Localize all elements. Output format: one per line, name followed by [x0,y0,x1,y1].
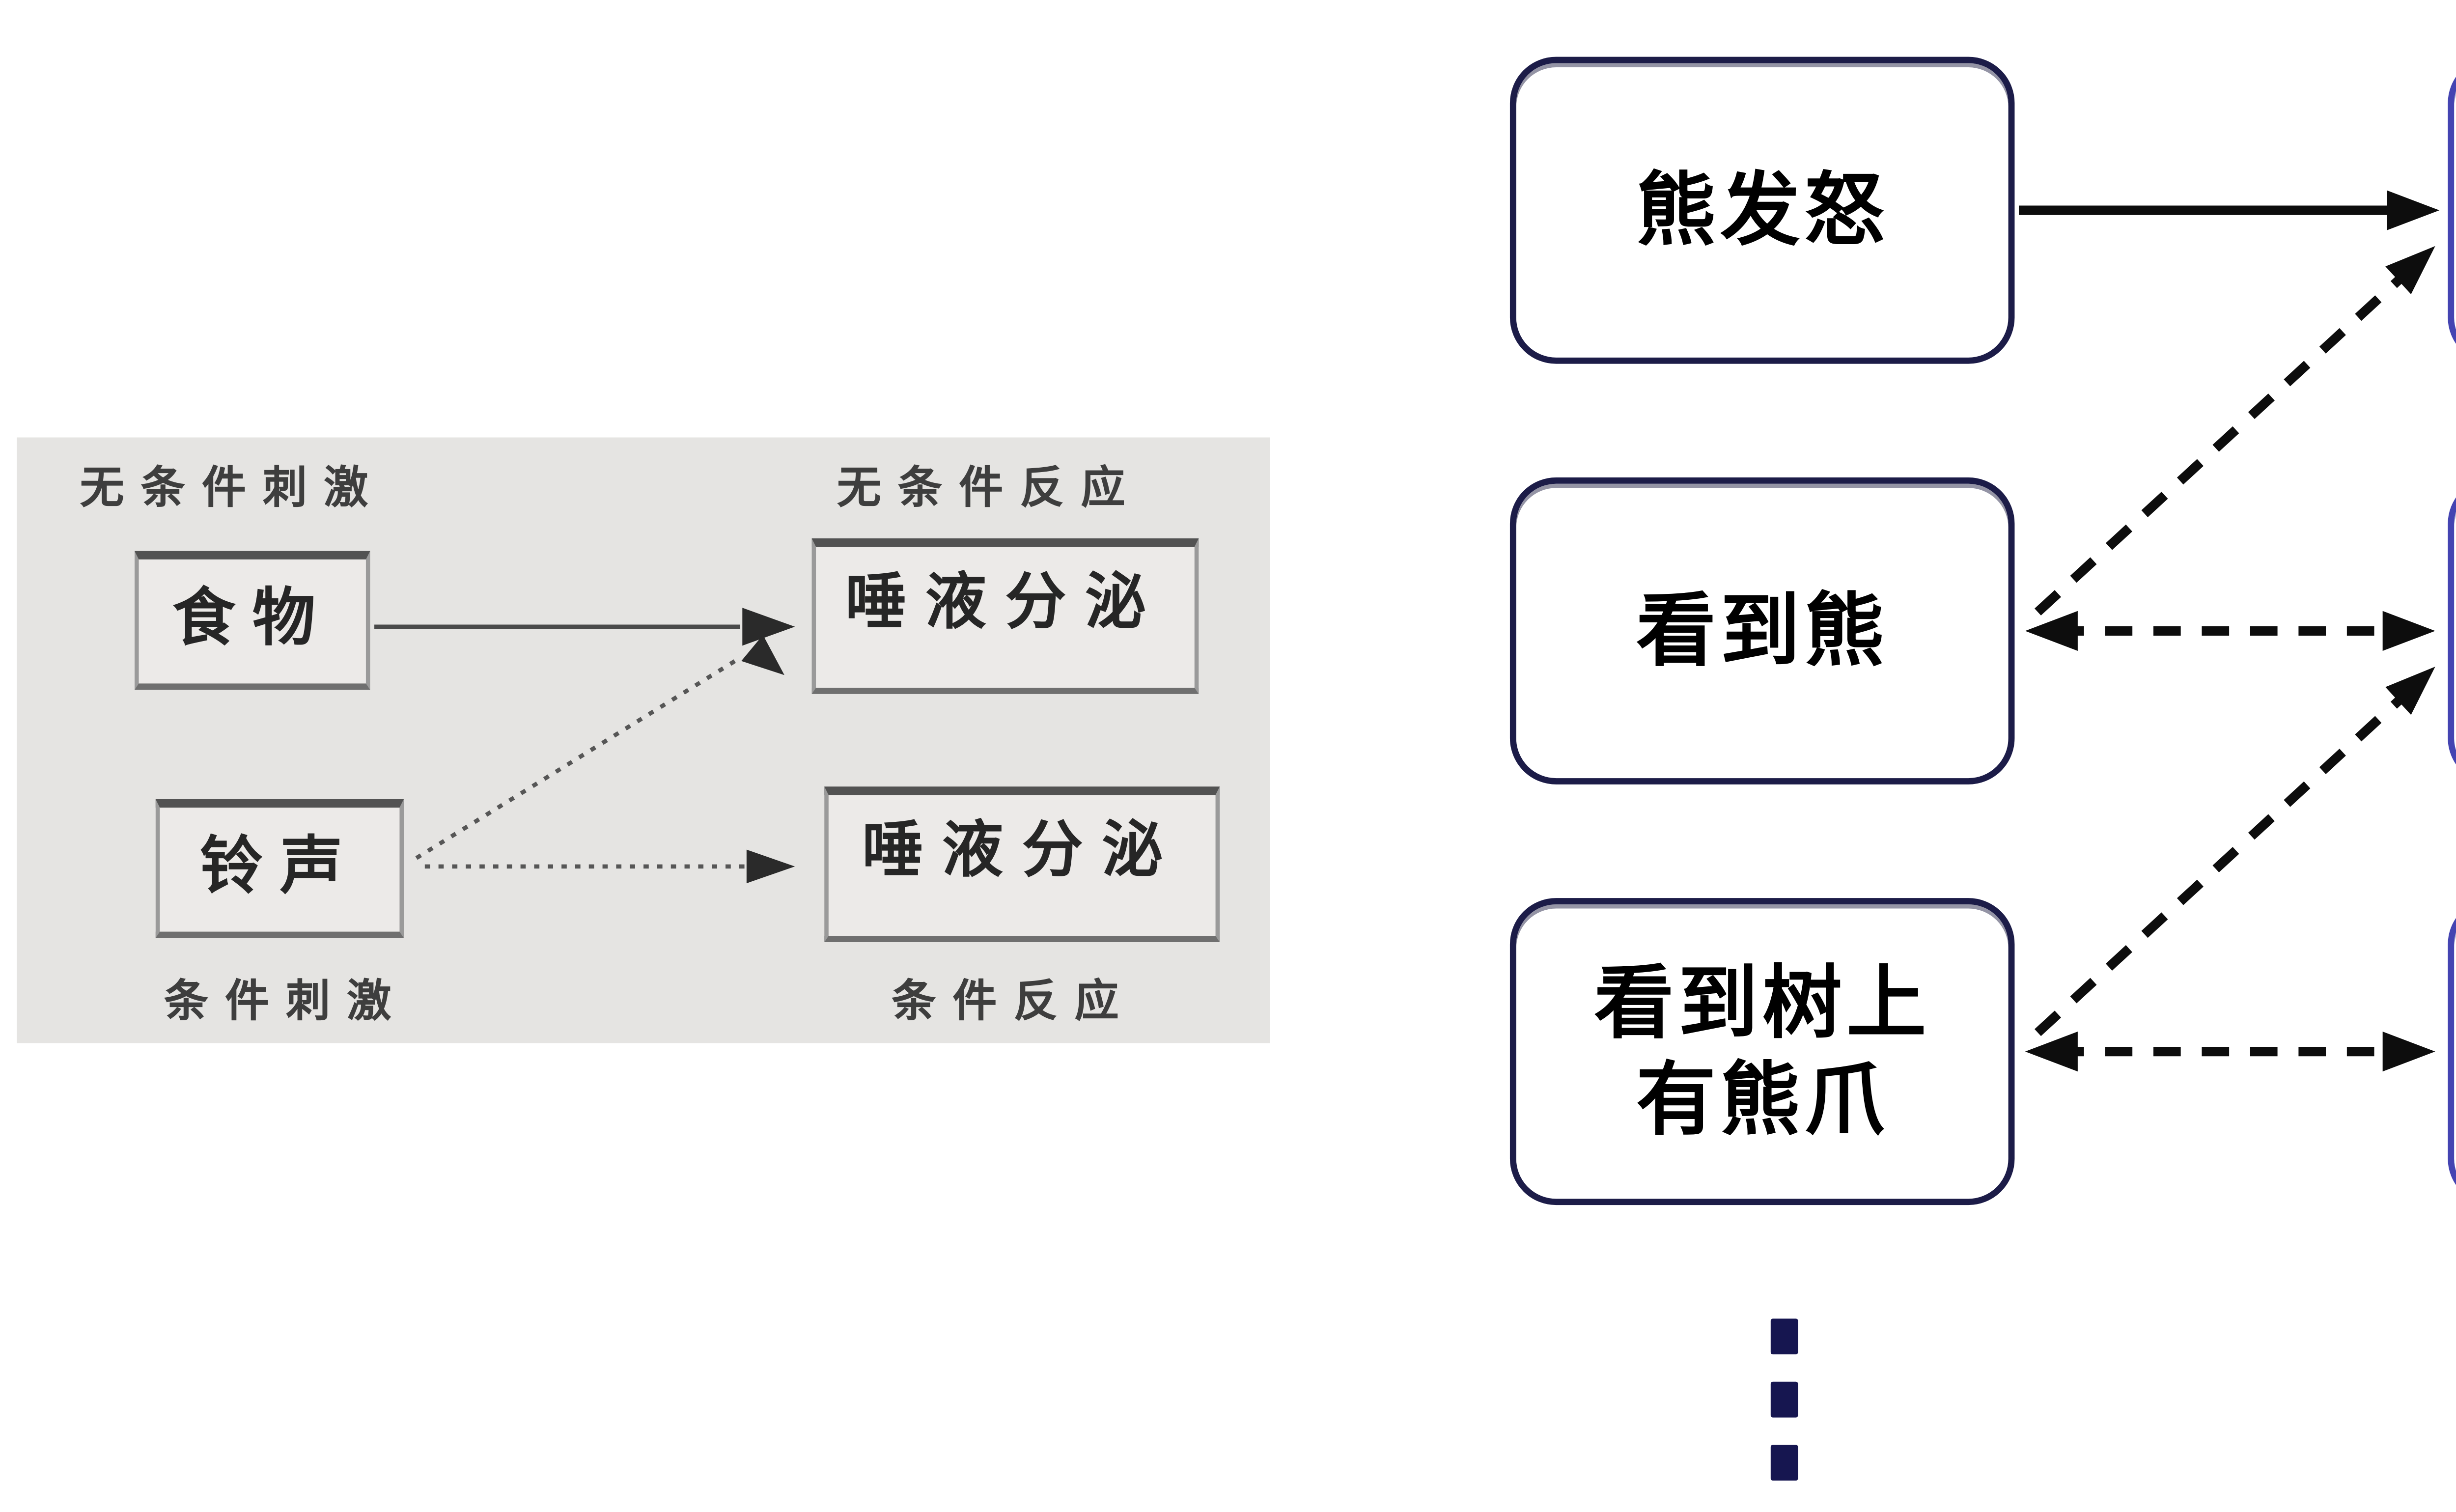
box-salivation-top: 唾液分泌 [811,538,1199,694]
label-conditioned-stimulus: 条件刺激 [164,976,408,1027]
arrow-bell-to-salivation-bottom [424,849,795,884]
state-box-see-bear-label: 看到熊 [1636,582,1889,677]
value-box-reward: 奖励 [2448,56,2456,364]
arrow-bear-claw-to-value [2025,1031,2435,1072]
box-salivation-bottom: 唾液分泌 [824,786,1220,942]
arrow-food-to-salivation [374,608,795,646]
label-conditioned-response: 条件反应 [892,976,1136,1027]
state-box-bear-claw-label: 看到树上 有熊爪 [1594,954,1931,1147]
arrow-bear-claw-to-value-next [2035,667,2435,1036]
arrow-see-bear-to-value-next [2025,611,2435,651]
box-food-label: 食物 [172,582,333,656]
box-bell-label: 铃声 [199,831,360,904]
state-box-bear-anger: 熊发怒 [1509,56,2015,364]
arrow-see-bear-to-reward [2035,246,2435,616]
value-box-v-s: V(s) [2448,898,2456,1205]
state-box-bear-claw: 看到树上 有熊爪 [1509,898,2015,1205]
label-unconditioned-response: 无条件反应 [837,462,1142,513]
value-box-v-s-prime: V(s′) [2448,477,2456,784]
box-salivation-top-label: 唾液分泌 [845,565,1165,638]
arrow-bear-anger-to-reward [2018,190,2440,230]
box-salivation-bottom-label: 唾液分泌 [862,813,1182,886]
box-food: 食物 [135,551,370,690]
label-unconditioned-stimulus: 无条件刺激 [80,462,385,513]
classical-conditioning-panel: 无条件刺激 无条件反应 食物 唾液分泌 铃声 唾液分泌 条件刺激 条件反应 [17,437,1270,1043]
ellipsis-states-icon [1770,1318,1798,1508]
state-box-see-bear: 看到熊 [1509,477,2015,784]
arrow-bell-to-salivation-top [415,635,784,860]
state-box-bear-anger-label: 熊发怒 [1636,161,1889,256]
box-bell: 铃声 [155,799,404,938]
